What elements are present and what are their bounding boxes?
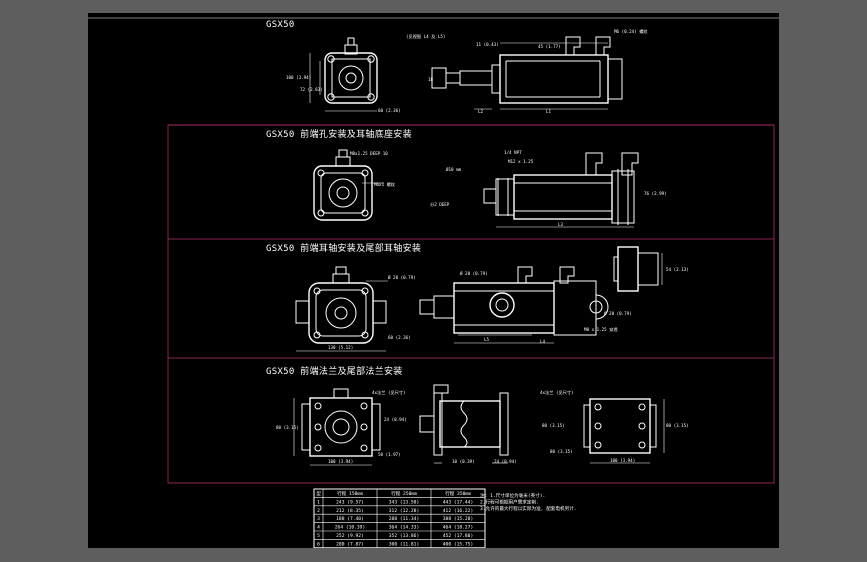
- table-cell: 252 (9.92): [336, 533, 364, 539]
- table-cell: 400 (15.75): [443, 541, 473, 547]
- s3-front-view: [295, 266, 388, 352]
- table-header-cell: 行程 250mm: [391, 490, 417, 497]
- s4-front-flange: [293, 388, 381, 466]
- table-cell: 452 (17.80): [443, 533, 473, 539]
- s4-rear-flange: [583, 398, 665, 464]
- table-cell: 3: [317, 516, 320, 522]
- table-cell: 364 (14.33): [389, 525, 419, 531]
- s4-t2: 24 (0.94): [494, 459, 517, 464]
- s1-top-a: 11 (0.43): [476, 42, 499, 47]
- table-cell: 352 (13.86): [389, 533, 419, 539]
- table-cell: 412 (16.22): [443, 508, 473, 514]
- table-cell: 1: [317, 499, 320, 505]
- s4-side-view: [419, 384, 509, 464]
- s3-h: 60 (2.36): [388, 335, 411, 340]
- table-cell: 300 (11.81): [389, 541, 419, 547]
- cad-drawing: GSX50 100 (3.94) 72 (2.83) 60 (2.36) (见视…: [88, 17, 779, 548]
- s4-h1: 80 (3.15): [276, 425, 299, 430]
- table-cell: 464 (18.27): [443, 525, 473, 531]
- table-cell: 343 (13.50): [389, 499, 419, 505]
- table-cell: 264 (10.39): [335, 525, 365, 531]
- s1-dim-height: 100 (3.94): [286, 75, 311, 80]
- s4-flange-a: 4x法兰 (见尺寸): [372, 389, 406, 396]
- table-cell: 288 (11.34): [389, 516, 419, 522]
- table-cell: 4: [317, 525, 320, 531]
- table-cell: 388 (15.28): [443, 516, 473, 522]
- table-cell: 200 (7.87): [336, 541, 364, 547]
- s3-len: L4: [540, 339, 546, 344]
- s3-len2: L5: [484, 337, 490, 342]
- s1-top-b: 45 (1.77): [538, 44, 561, 49]
- s3-side-view: [419, 266, 609, 344]
- table-cell: 2: [317, 508, 320, 514]
- table-cell: 243 (9.57): [336, 499, 364, 505]
- section-title-4: GSX50 前端法兰及尾部法兰安装: [266, 365, 403, 377]
- s1-shaft: 18: [428, 77, 434, 82]
- s1-side-view: [431, 36, 623, 110]
- s2-top: 1/4 NPT: [504, 150, 522, 155]
- s4-flange-b: 4x法兰 (见尺寸): [540, 389, 574, 396]
- table-cell: 5: [317, 533, 320, 539]
- table-note: 3.允许的最大行程以实际为准, 配套电机另计.: [480, 505, 577, 512]
- table-cell: 212 (8.35): [336, 508, 364, 514]
- s2-thread: M6x1 螺纹: [374, 181, 396, 188]
- s4-right-h: 80 (3.15): [666, 423, 689, 428]
- table-border: [313, 488, 486, 548]
- s3-side: 54 (2.13): [666, 267, 689, 272]
- s2-port: M8x1.25 DEEP 10: [350, 151, 388, 156]
- s4-bot: 50 (1.97): [378, 452, 401, 457]
- s2-h: 76 (2.99): [644, 191, 667, 196]
- s1-front-view: [309, 37, 378, 112]
- s4-right-w: 100 (3.94): [610, 458, 635, 463]
- s3-lbl: Ø 20 (0.79): [460, 271, 488, 276]
- s2-side-view: [483, 152, 639, 228]
- table-header-cell: 行程 350mm: [445, 490, 471, 497]
- s3-end-view: [613, 246, 663, 292]
- s3-pivot: M8 x 1.25 穿透: [584, 326, 618, 333]
- s4-t1: 10 (0.39): [452, 459, 475, 464]
- table-cell: 312 (12.28): [389, 508, 419, 514]
- s4-w2: 80 (3.15): [542, 423, 565, 428]
- s1-dim-bolt: 72 (2.83): [300, 87, 323, 92]
- s1-len2: L2: [478, 109, 484, 114]
- s2-front-view: [313, 149, 384, 221]
- s4-side2: 80 (3.15): [550, 449, 573, 454]
- section-title-3: GSX50 前端耳轴安装及尾部耳轴安装: [266, 242, 421, 254]
- sections-frame: [167, 124, 775, 484]
- s4-side1: 24 (0.94): [384, 417, 407, 422]
- table-header-cell: 行程 150mm: [337, 490, 363, 497]
- s2-len: L3: [558, 222, 564, 227]
- s3-pin: Ø 20 (0.79): [388, 275, 416, 280]
- drawing-sheet: GSX50 100 (3.94) 72 (2.83) 60 (2.36) (见视…: [88, 13, 779, 548]
- s1-dim-base: 60 (2.36): [378, 108, 401, 113]
- s1-len: L1: [546, 109, 552, 114]
- s2-note-a: 分2 DEEP: [430, 201, 450, 208]
- s2-lbl-2: M12 x 1.25: [508, 159, 534, 164]
- section-title-2: GSX50 前端孔安装及耳轴底座安装: [266, 128, 412, 140]
- table-note: 2.行程可根据用户需求定制.: [480, 499, 539, 506]
- table-note: 注: 1.尺寸单位为毫米(英寸).: [480, 492, 545, 499]
- table-cell: 188 (7.40): [336, 516, 364, 522]
- s2-lbl-1: Ø10 mm: [446, 167, 462, 172]
- s1-note: (见视图 L4 及 L5): [406, 33, 445, 40]
- s1-top-d: M6 (0.24) 螺纹: [614, 28, 648, 35]
- s4-w1: 100 (3.94): [328, 459, 353, 464]
- dimension-table: 型 行程 150mm 行程 250mm 行程 350mm 1 243 (9.57) 343 …: [313, 488, 486, 548]
- table-cell: 443 (17.44): [443, 499, 473, 505]
- table-header-cell: 型: [316, 490, 321, 497]
- section-title-1: GSX50: [266, 20, 295, 30]
- s3-w: 130 (5.12): [328, 345, 353, 350]
- table-cell: 6: [317, 541, 320, 547]
- table-notes: 注: 1.尺寸单位为毫米(英寸).2.行程可根据用户需求定制.3.允许的最大行程…: [480, 492, 577, 512]
- s3-lbl2: Ø 20 (0.79): [604, 311, 632, 316]
